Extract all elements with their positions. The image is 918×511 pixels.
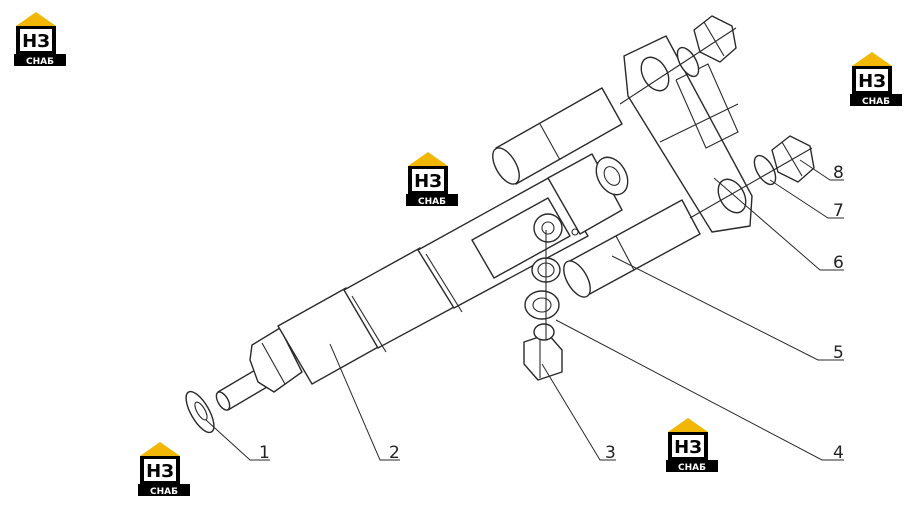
assembly-axis-lines: [545, 27, 813, 340]
watermark-logo: НЗ СНАБ: [406, 152, 458, 207]
logo-top-text: НЗ: [858, 71, 886, 92]
stud-part: [492, 87, 701, 298]
logo-bottom-text: СНАБ: [678, 463, 706, 473]
callout-labels: 1 2 3 4 5 6 7 8: [259, 163, 844, 463]
callout-4: 4: [833, 443, 844, 463]
injector-body-part: [215, 153, 629, 411]
logo-bottom-text: СНАБ: [418, 197, 446, 207]
callout-1: 1: [259, 443, 270, 463]
banjo-bolt-part: [523, 323, 563, 381]
watermark-logo: НЗ СНАБ: [14, 12, 66, 67]
callout-7: 7: [833, 201, 844, 221]
sealing-washer-part: [524, 257, 561, 320]
callout-6: 6: [833, 253, 844, 273]
washer-part: [185, 390, 215, 434]
logo-top-text: НЗ: [146, 461, 174, 482]
callout-5: 5: [833, 343, 844, 363]
spring-washer-part: [676, 46, 777, 186]
logo-bottom-text: СНАБ: [150, 487, 178, 497]
logo-bottom-text: СНАБ: [26, 57, 54, 67]
watermark-logo: НЗ СНАБ: [138, 442, 190, 497]
watermark-logo: НЗ СНАБ: [666, 418, 718, 473]
logo-top-text: НЗ: [674, 437, 702, 458]
logo-top-text: НЗ: [414, 171, 442, 192]
callout-8: 8: [833, 163, 844, 183]
logo-bottom-text: СНАБ: [862, 97, 890, 107]
callout-3: 3: [605, 443, 616, 463]
leader-lines: [205, 159, 844, 461]
watermark-logo: НЗ СНАБ: [850, 52, 902, 107]
callout-2: 2: [389, 443, 400, 463]
logo-top-text: НЗ: [22, 31, 50, 52]
